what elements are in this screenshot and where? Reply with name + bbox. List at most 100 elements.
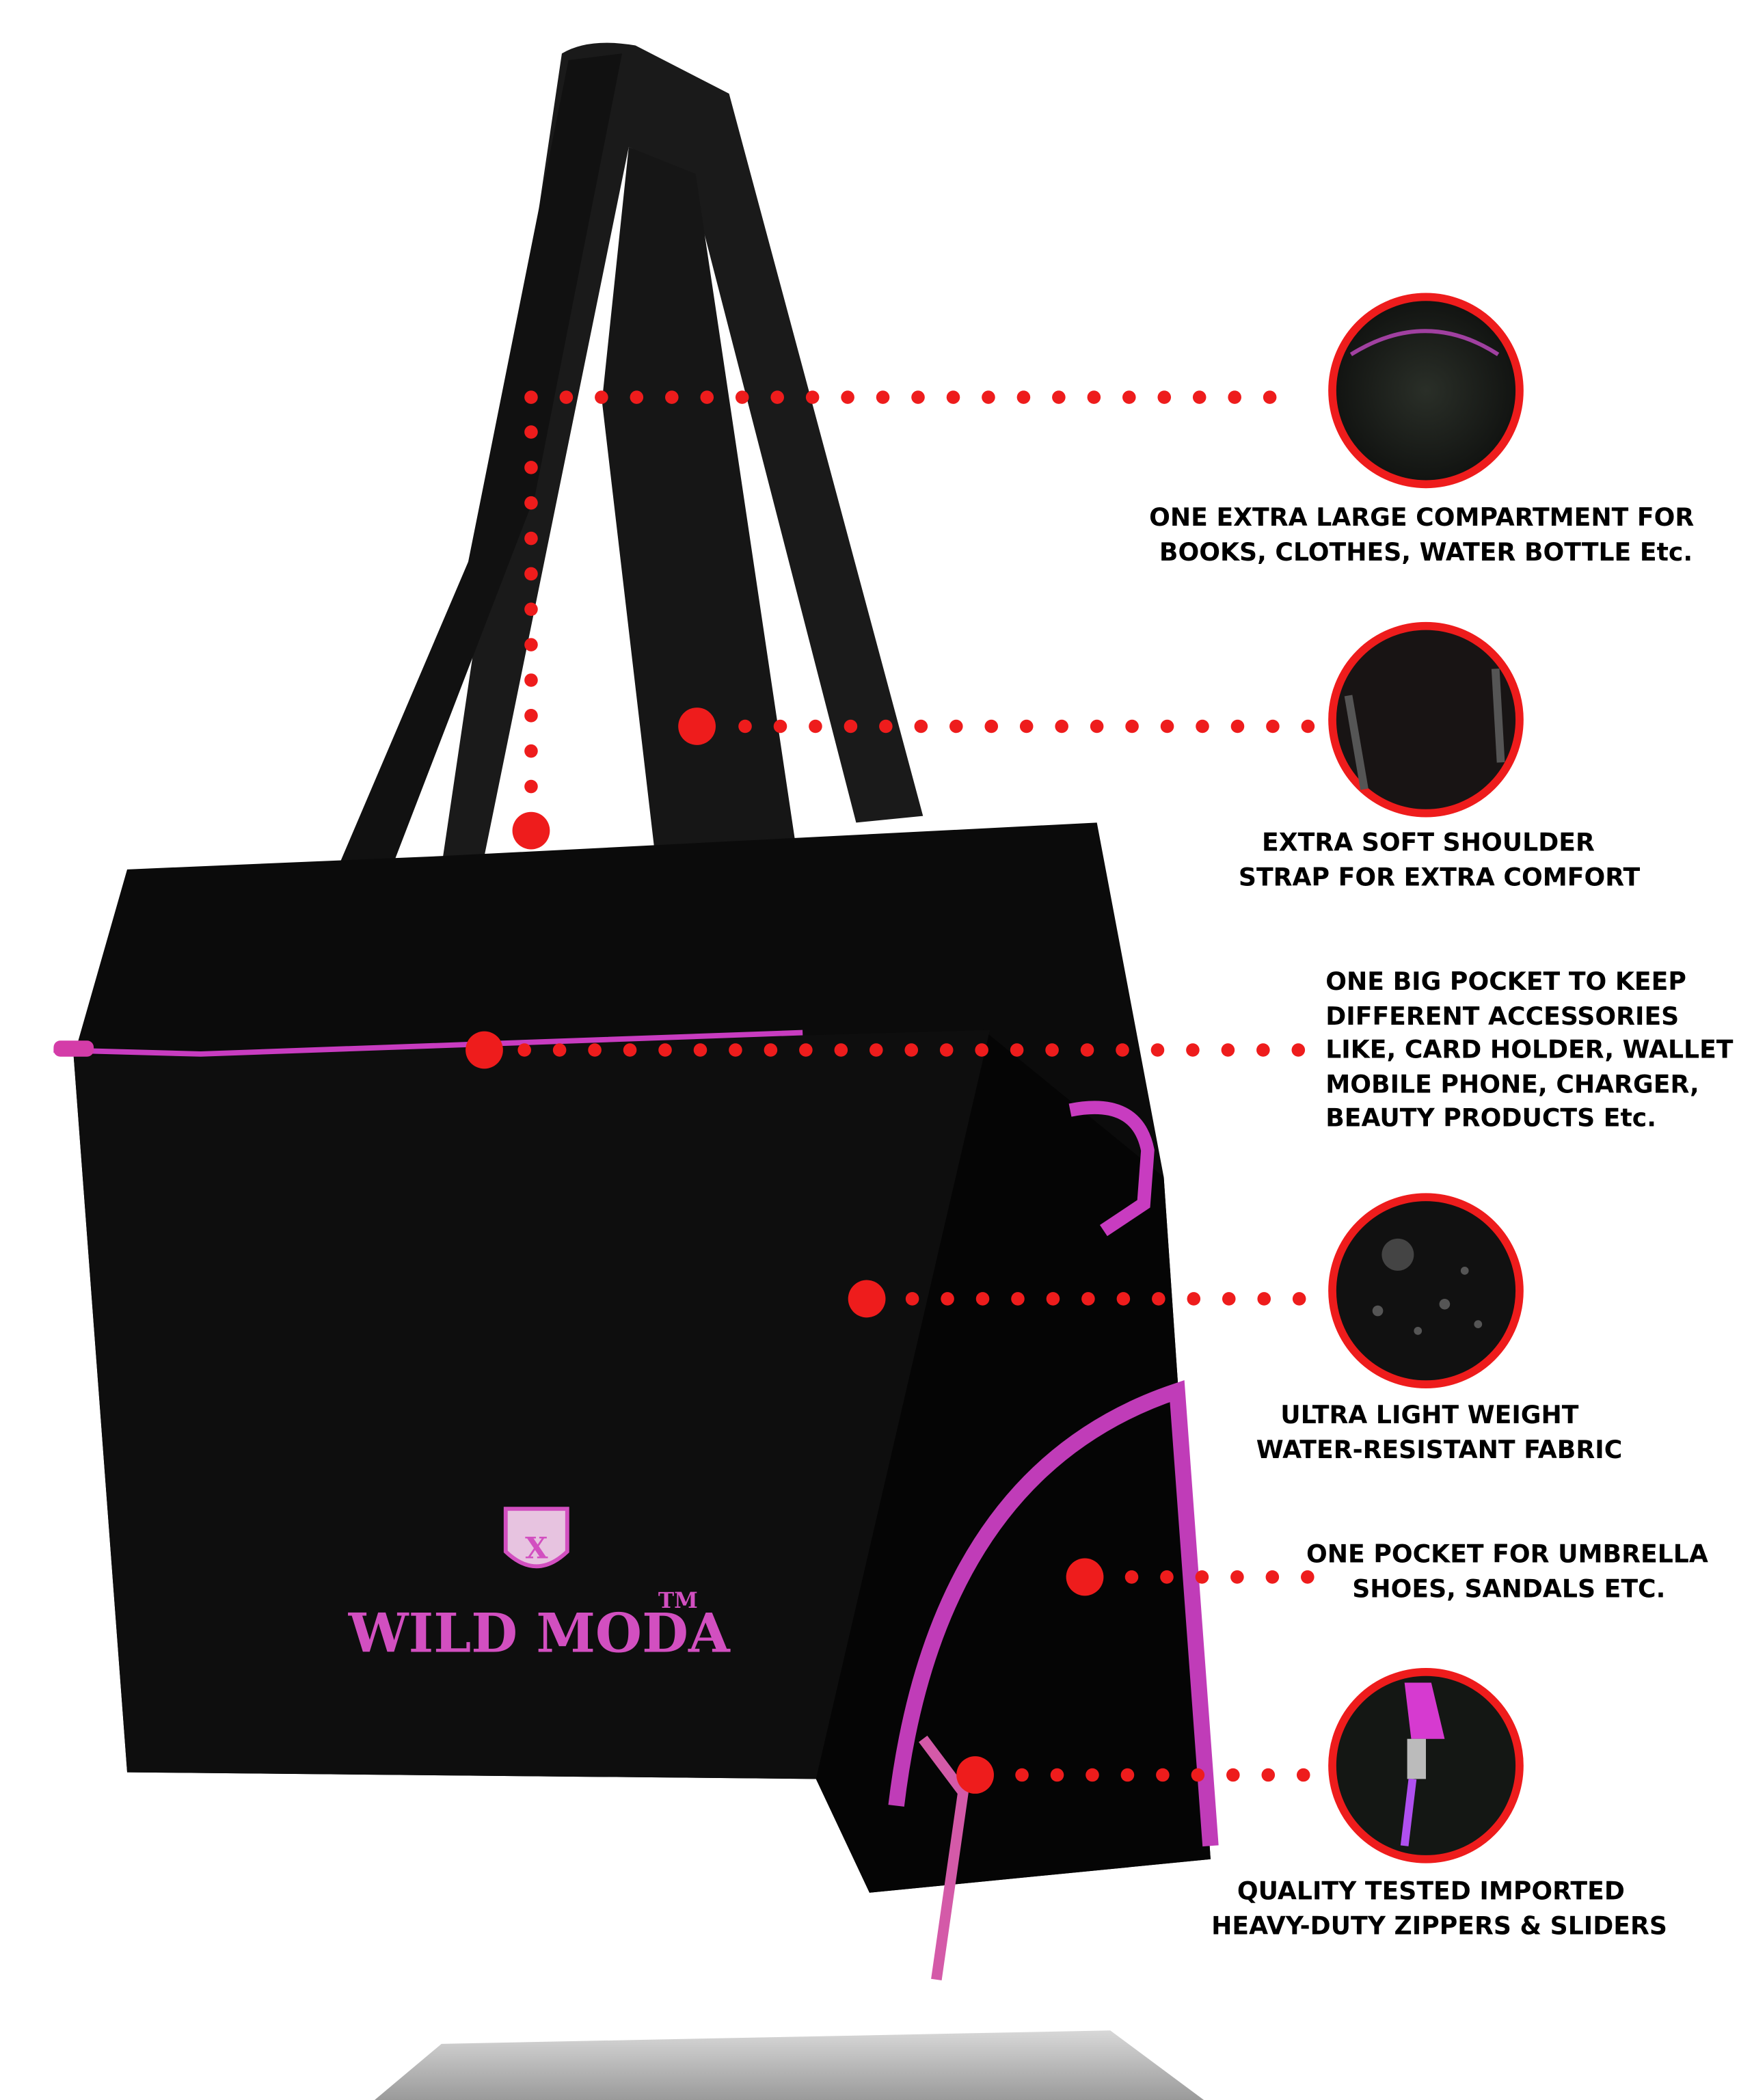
leader-dot: [1230, 1570, 1244, 1584]
leader-dot: [1221, 1043, 1235, 1057]
leader-dot: [939, 1043, 954, 1057]
leader-dot: [524, 567, 538, 581]
leader-dot: [524, 744, 538, 758]
feature-caption-zippers: QUALITY TESTED IMPORTED HEAVY-DUTY ZIPPE…: [1211, 1876, 1667, 1940]
leader-dot: [1116, 1043, 1129, 1057]
leader-dot: [904, 1043, 919, 1057]
leader-dot: [1228, 390, 1241, 404]
leader-dot: [805, 390, 820, 404]
leader-dot: [1301, 1570, 1315, 1584]
floor-reflection: [375, 2030, 1204, 2100]
feature-caption-fabric: ULTRA LIGHT WEIGHT WATER-RESISTANT FABRI…: [1256, 1400, 1622, 1464]
leader-dot: [941, 1292, 954, 1306]
leader-dot: [1125, 719, 1139, 733]
leader-dot: [693, 1043, 707, 1057]
leader-dot: [1192, 390, 1206, 404]
leader-dot: [1150, 1043, 1165, 1057]
leader-dot: [1152, 1292, 1165, 1306]
feature-caption-umbrella-pocket: ONE POCKET FOR UMBRELLA SHOES, SANDALS E…: [1306, 1539, 1716, 1603]
callout-marker: [466, 1031, 503, 1069]
detail-fabric: [1328, 1193, 1524, 1389]
leader-dot: [982, 390, 995, 404]
leader-dot: [1265, 1570, 1280, 1584]
feature-caption-front-pocket: ONE BIG POCKET TO KEEP DIFFERENT ACCESSO…: [1325, 967, 1739, 1133]
leader-dot: [1191, 1768, 1205, 1782]
leader-dot: [1195, 1570, 1209, 1584]
leader-dot: [984, 719, 999, 733]
leader-dot: [1156, 1768, 1170, 1782]
callout-marker: [848, 1280, 886, 1318]
leader-dot: [1081, 1292, 1095, 1306]
feature-caption-strap: EXTRA SOFT SHOULDER STRAP FOR EXTRA COMF…: [1239, 827, 1641, 891]
leader-dot: [552, 1043, 567, 1057]
leader-dot: [1230, 719, 1245, 733]
leader-dot: [524, 425, 538, 439]
leader-dot: [914, 719, 928, 733]
side-pocket-umbrella-zipper: [888, 1380, 1219, 1847]
leader-dot: [879, 719, 893, 733]
leader-dot: [1016, 390, 1031, 404]
leader-dot: [1080, 1043, 1094, 1057]
leader-dot: [770, 390, 784, 404]
leader-dot: [1301, 719, 1315, 733]
front-zipper: [53, 1029, 803, 1057]
leader-dot: [1256, 1043, 1270, 1057]
leader-dot: [1050, 1768, 1064, 1782]
callout-leaders: [466, 390, 1315, 1794]
leader-dot: [524, 602, 538, 617]
leader-dot: [1122, 390, 1136, 404]
leader-dot: [1257, 1292, 1271, 1306]
leader-dot: [1019, 719, 1034, 733]
leader-dot: [1124, 1570, 1139, 1584]
leader-dot: [1015, 1768, 1029, 1782]
leader-dot: [517, 1043, 531, 1057]
leader-dot: [975, 1043, 988, 1057]
leader-dot: [1266, 719, 1280, 733]
leader-dot: [876, 390, 890, 404]
leader-dot: [524, 531, 538, 546]
leader-dot: [1160, 1570, 1174, 1584]
bag-front-panel: [73, 1029, 990, 1779]
leader-dot: [1010, 1043, 1024, 1057]
leader-dot: [844, 719, 858, 733]
leader-dot: [1291, 1043, 1306, 1057]
strap-front: [274, 53, 623, 1017]
leader-dot: [1196, 719, 1209, 733]
detail-compartment: [1328, 293, 1524, 489]
leader-dot: [559, 390, 574, 404]
brand-logo-text: WILD MODA: [348, 1603, 731, 1665]
callout-marker: [956, 1756, 994, 1794]
svg-text:X: X: [525, 1532, 548, 1566]
leader-dot: [588, 1043, 602, 1057]
leader-dot: [1157, 390, 1172, 404]
callout-marker: [512, 811, 550, 850]
leader-dot: [658, 1043, 672, 1057]
leader-dot: [841, 390, 854, 404]
leader-dot: [949, 719, 963, 733]
leader-dot: [1086, 1768, 1099, 1782]
leader-dot: [524, 461, 538, 474]
leader-dot: [524, 638, 538, 651]
leader-dot: [1292, 1292, 1306, 1306]
leader-dot: [799, 1043, 813, 1057]
leader-dot: [1052, 390, 1066, 404]
leader-dot: [1055, 719, 1068, 733]
leader-dot: [809, 719, 822, 733]
detail-strap: [1328, 621, 1524, 818]
leader-dot: [595, 390, 608, 404]
leader-dot: [1222, 1292, 1236, 1306]
leader-dot: [524, 496, 538, 510]
detail-zipper: [1328, 1667, 1524, 1863]
leader-dot: [738, 719, 752, 733]
leader-dot: [1296, 1768, 1310, 1782]
leader-dot: [1087, 390, 1101, 404]
leader-dot: [665, 390, 679, 404]
leader-dot: [764, 1043, 778, 1057]
leader-dot: [1263, 390, 1277, 404]
leader-dot: [905, 1292, 919, 1306]
leader-dot: [975, 1292, 990, 1306]
brand-trademark: TM: [658, 1589, 698, 1613]
feature-caption-compartment: ONE EXTRA LARGE COMPARTMENT FOR BOOKS, C…: [1149, 502, 1703, 567]
leader-dot: [773, 719, 787, 733]
